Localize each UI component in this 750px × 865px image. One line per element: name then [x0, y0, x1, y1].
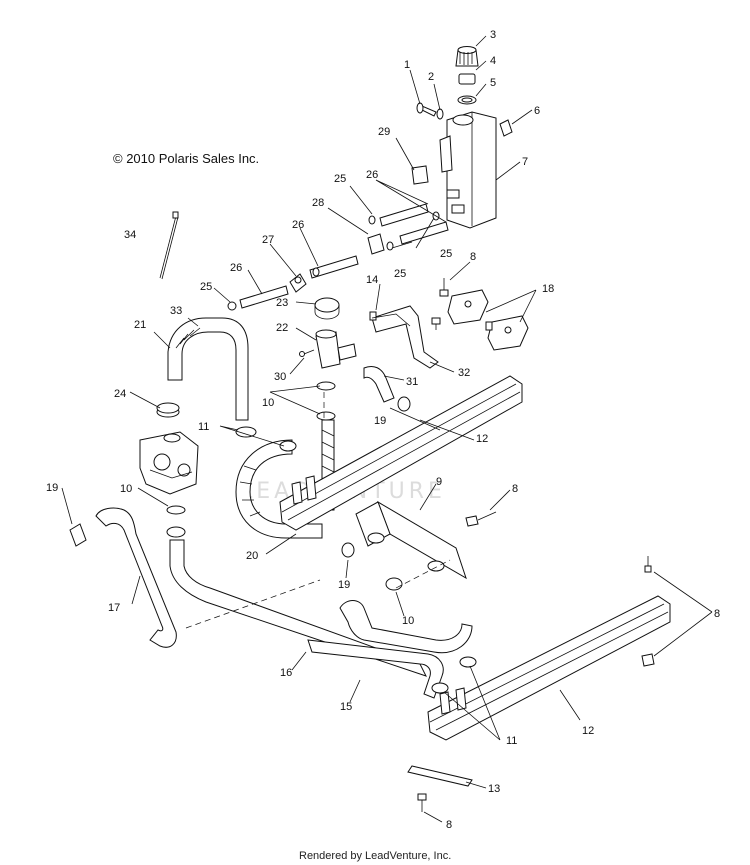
callout-1: 1	[404, 59, 410, 71]
mount-bracket-18-left	[447, 289, 489, 325]
hose-clamp-29	[411, 165, 429, 185]
callout-21: 21	[134, 319, 146, 331]
callout-15: 15	[340, 701, 352, 713]
callout-20: 20	[246, 550, 258, 562]
callout-10-left: 10	[120, 483, 132, 495]
reservoir-bolt	[416, 102, 437, 117]
coolant-reservoir	[439, 111, 497, 229]
clamp-19-center	[341, 542, 355, 558]
callout-25-mid: 25	[394, 268, 406, 280]
water-valve-assembly	[139, 431, 199, 495]
hose-fitting-27	[289, 273, 307, 293]
callout-29: 29	[378, 126, 390, 138]
callout-5: 5	[490, 77, 496, 89]
sensor-14	[369, 311, 411, 327]
small-clamps-25	[227, 211, 440, 311]
callout-8-mid: 8	[512, 483, 518, 495]
callout-8-right: 8	[714, 608, 720, 620]
callout-6: 6	[534, 105, 540, 117]
mount-bracket-32	[371, 305, 439, 369]
callout-4: 4	[490, 55, 496, 67]
heat-exchanger-lower	[427, 595, 671, 741]
callout-labels: 1 2 3 4 5 6 7 8 8 8 8 9 10 10 10 11 11 1…	[46, 29, 720, 831]
callout-10-center: 10	[262, 397, 274, 409]
callout-14: 14	[366, 274, 378, 286]
callout-24: 24	[114, 388, 126, 400]
bolt-8-mid	[465, 511, 497, 527]
reservoir-clip	[499, 119, 513, 137]
bolt-8-right	[641, 556, 655, 667]
callout-10-lower: 10	[402, 615, 414, 627]
reservoir-washer	[436, 108, 444, 120]
callout-11-lower: 11	[506, 735, 517, 747]
overflow-hose-mid	[309, 255, 359, 279]
callout-8-bottom: 8	[446, 819, 452, 831]
callout-28: 28	[312, 197, 324, 209]
clamp-19-top	[397, 396, 411, 412]
leader-lines	[61, 35, 713, 823]
clamp-19-left	[69, 523, 87, 547]
footer-credit: Rendered by LeadVenture, Inc.	[299, 850, 451, 862]
callout-19-center: 19	[338, 579, 350, 591]
callout-8-upper: 8	[470, 251, 476, 263]
callout-17: 17	[108, 602, 120, 614]
overflow-hose-upper	[379, 203, 449, 245]
callout-12-lower: 12	[582, 725, 594, 737]
callout-34: 34	[124, 229, 136, 241]
callout-16: 16	[280, 667, 292, 679]
callout-26-left: 26	[230, 262, 242, 274]
reservoir-cap	[455, 46, 479, 67]
callout-26-top: 26	[366, 169, 378, 181]
callout-25-top: 25	[334, 173, 346, 185]
callout-32: 32	[458, 367, 470, 379]
heat-exchanger-upper	[279, 375, 523, 531]
callout-2: 2	[428, 71, 434, 83]
bolt-8-bottom	[417, 793, 427, 812]
callout-25-right: 25	[440, 248, 452, 260]
callout-11-upper: 11	[198, 421, 209, 433]
clamp-24	[156, 402, 180, 418]
hose-15	[307, 600, 473, 699]
callout-26-mid: 26	[292, 219, 304, 231]
callout-12-upper: 12	[476, 433, 488, 445]
clamp-11-upper	[235, 426, 297, 452]
callout-31: 31	[406, 376, 418, 388]
cap-seal	[458, 73, 476, 85]
callout-13: 13	[488, 783, 500, 795]
hose-17	[95, 507, 177, 648]
hose-fitting-28	[367, 233, 385, 255]
tunnel-panel-9	[355, 500, 467, 580]
callout-18: 18	[542, 283, 554, 295]
callout-9: 9	[436, 476, 442, 488]
callout-23: 23	[276, 297, 288, 309]
callout-25-left: 25	[200, 281, 212, 293]
mounting-plate-13	[407, 765, 473, 787]
callout-30: 30	[274, 371, 286, 383]
callout-27: 27	[262, 234, 274, 246]
callout-22: 22	[276, 322, 288, 334]
mount-bracket-18-right	[487, 315, 529, 351]
bleed-screw	[299, 349, 315, 357]
bolt-8-upper	[431, 278, 493, 331]
cable-tie	[159, 211, 179, 280]
callout-7: 7	[522, 156, 528, 168]
elbow-hose-31	[363, 365, 395, 403]
thermostat-cap	[314, 297, 340, 320]
clamp-10-left	[166, 505, 186, 538]
hose-33	[167, 317, 249, 421]
clamp-10-lower	[385, 577, 403, 591]
thermostat-housing	[315, 329, 357, 369]
callout-33: 33	[170, 305, 182, 317]
cap-gasket	[457, 95, 477, 105]
clamp-10-center	[316, 381, 336, 421]
copyright-notice: © 2010 Polaris Sales Inc.	[113, 151, 259, 166]
callout-19-left: 19	[46, 482, 58, 494]
clamp-10-hose15	[431, 656, 477, 694]
callout-19-top: 19	[374, 415, 386, 427]
routing-lines	[185, 392, 451, 629]
overflow-hose-lower	[239, 285, 289, 309]
callout-3: 3	[490, 29, 496, 41]
